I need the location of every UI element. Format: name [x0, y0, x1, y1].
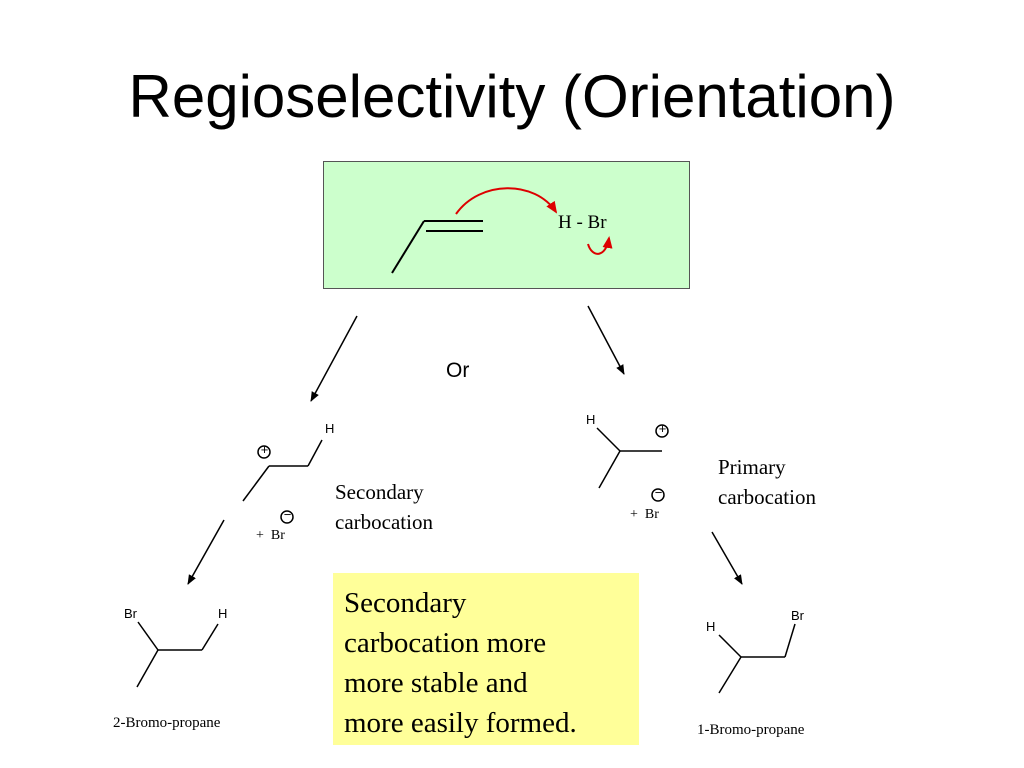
or-label: Or	[446, 359, 470, 382]
arrow-to-1-bromopropane	[711, 531, 743, 585]
arrow-to-secondary	[310, 315, 358, 402]
note-line-3: more stable and	[344, 667, 528, 699]
product-left-h-atom: H	[218, 606, 228, 621]
primary-carbocation-structure	[596, 424, 669, 502]
curved-arrow-pi-to-h	[455, 187, 558, 215]
secondary-plus-charge: +	[260, 442, 269, 457]
1-bromopropane-structure	[718, 623, 796, 694]
secondary-label-line-2: carbocation	[335, 510, 433, 534]
note-line-1: Secondary	[344, 587, 467, 619]
curved-arrow-bond-to-br	[587, 236, 613, 255]
primary-h-atom: H	[586, 412, 596, 427]
product-right-br-atom: Br	[791, 608, 804, 623]
secondary-carbocation-structure	[242, 439, 323, 524]
note-line-2: carbocation more	[344, 627, 547, 659]
primary-plus-charge: +	[658, 421, 667, 436]
product-left-br-atom: Br	[124, 606, 137, 621]
hbr-reagent: H - Br	[558, 212, 607, 233]
note-line-4: more easily formed.	[344, 707, 577, 739]
primary-label-line-2: carbocation	[718, 485, 816, 509]
reactant-box	[323, 161, 690, 289]
primary-minus-charge: −	[654, 485, 663, 500]
arrow-to-2-bromopropane	[187, 519, 225, 585]
product-right-name: 1-Bromo-propane	[697, 722, 805, 738]
propene-structure	[391, 220, 483, 274]
slide-title: Regioselectivity (Orientation)	[128, 63, 896, 130]
2-bromopropane-structure	[136, 621, 219, 688]
secondary-h-atom: H	[325, 421, 335, 436]
secondary-label-line-1: Secondary	[335, 480, 424, 504]
arrow-to-primary	[587, 305, 625, 375]
product-left-name: 2-Bromo-propane	[113, 715, 221, 731]
stability-note: Secondary carbocation more more stable a…	[333, 573, 639, 745]
secondary-bromide-ion: + Br	[256, 528, 285, 543]
secondary-minus-charge: −	[283, 507, 292, 522]
primary-bromide-ion: + Br	[630, 507, 659, 522]
primary-label-line-1: Primary	[718, 455, 786, 479]
product-right-h-atom: H	[706, 619, 716, 634]
